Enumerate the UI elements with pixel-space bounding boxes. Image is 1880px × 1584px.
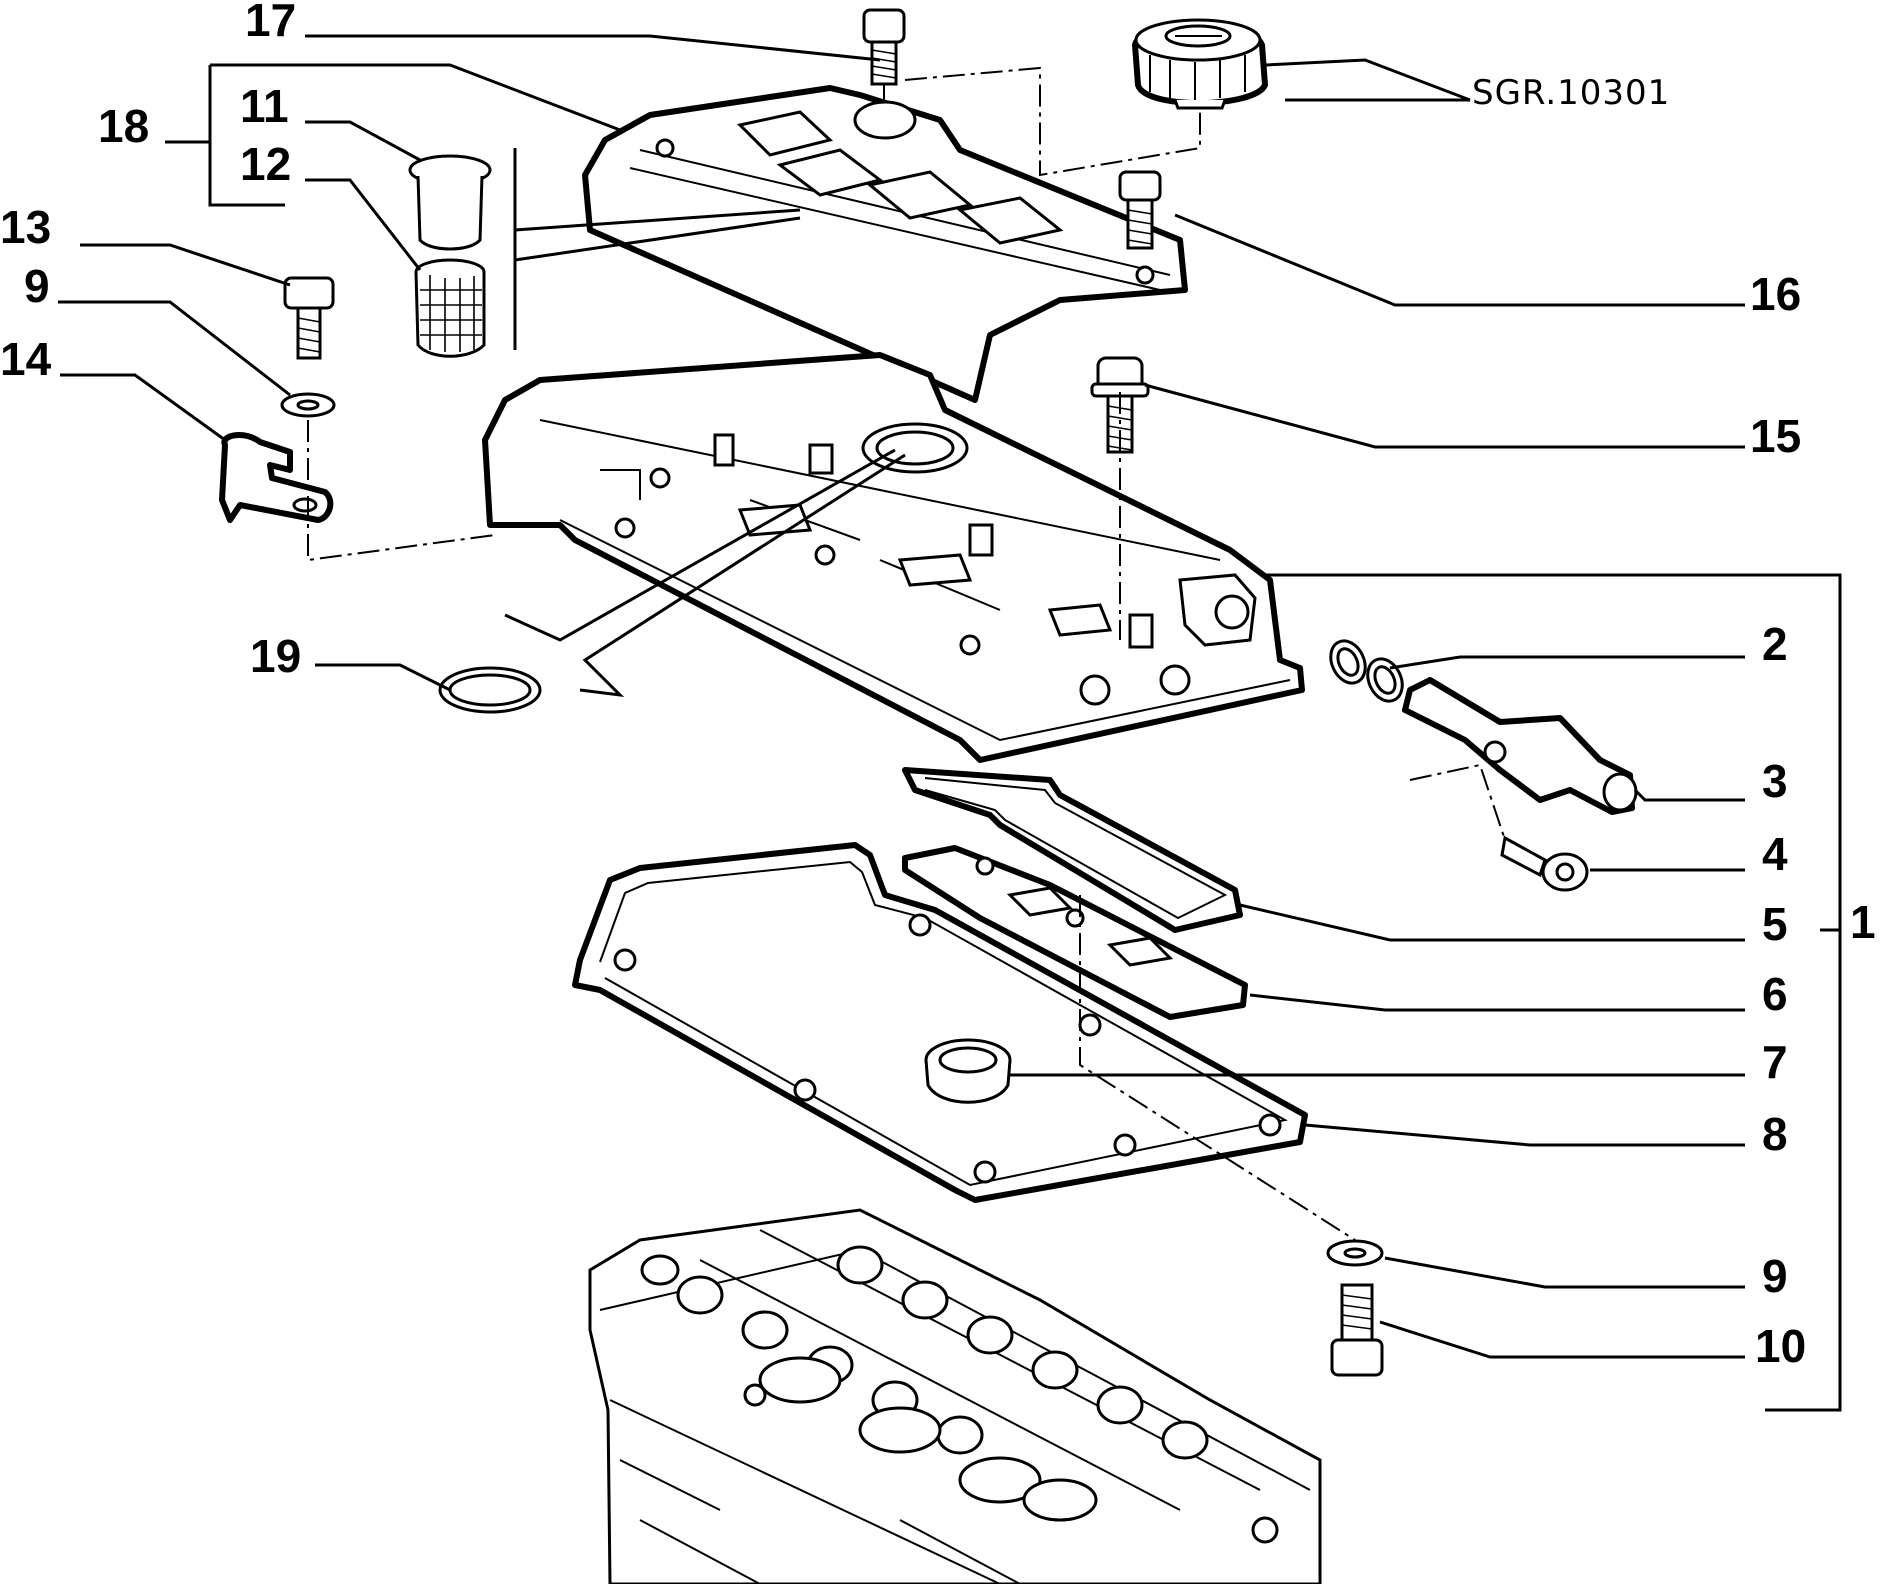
label-12: 12 [240, 138, 291, 190]
label-17: 17 [245, 0, 296, 46]
bolt-4 [1500, 835, 1589, 892]
upper-cover-plate [582, 85, 1188, 403]
label-5: 5 [1762, 898, 1788, 950]
assembly-lines [307, 66, 1506, 1241]
label-16: 16 [1750, 268, 1801, 320]
breather-cap-11 [408, 154, 492, 251]
label-10: 10 [1755, 1320, 1806, 1372]
filter-mesh-12 [414, 258, 486, 358]
breather-pipe-3 [1402, 677, 1638, 815]
bolt-16 [1118, 170, 1162, 250]
baffle-plate-6 [902, 845, 1248, 1020]
oring-19 [438, 666, 542, 714]
bracket-14 [219, 432, 334, 523]
label-14: 14 [0, 333, 52, 385]
orings-2 [1329, 639, 1404, 703]
reference-code: SGR.10301 [1472, 73, 1670, 113]
label-9-upper: 9 [24, 260, 50, 312]
label-18: 18 [98, 100, 149, 152]
label-8: 8 [1762, 1108, 1788, 1160]
part-labels: 17 18 11 12 13 9 14 19 SGR.10301 16 15 2… [0, 0, 1876, 1372]
leader-lines [58, 34, 1842, 1412]
washer-9-upper [280, 392, 336, 418]
gasket-5 [902, 767, 1243, 933]
label-9-lower: 9 [1762, 1250, 1788, 1302]
label-4: 4 [1762, 828, 1788, 880]
label-7: 7 [1762, 1036, 1788, 1088]
label-3: 3 [1762, 755, 1788, 807]
gasket-8 [572, 842, 1308, 1203]
bolt-13 [283, 276, 335, 360]
label-1: 1 [1850, 896, 1876, 948]
cylinder-head [588, 1208, 1322, 1584]
cam-cover [482, 352, 1305, 763]
washer-9-lower [1326, 1239, 1384, 1267]
label-2: 2 [1762, 618, 1788, 670]
bolt-10 [1330, 1283, 1384, 1377]
label-13: 13 [0, 201, 51, 253]
label-19: 19 [250, 630, 301, 682]
oil-filler-cap [1132, 18, 1268, 110]
label-15: 15 [1750, 410, 1801, 462]
seal-7 [924, 1038, 1012, 1104]
label-6: 6 [1762, 968, 1788, 1020]
label-11: 11 [240, 80, 289, 132]
bolt-17 [862, 8, 906, 86]
